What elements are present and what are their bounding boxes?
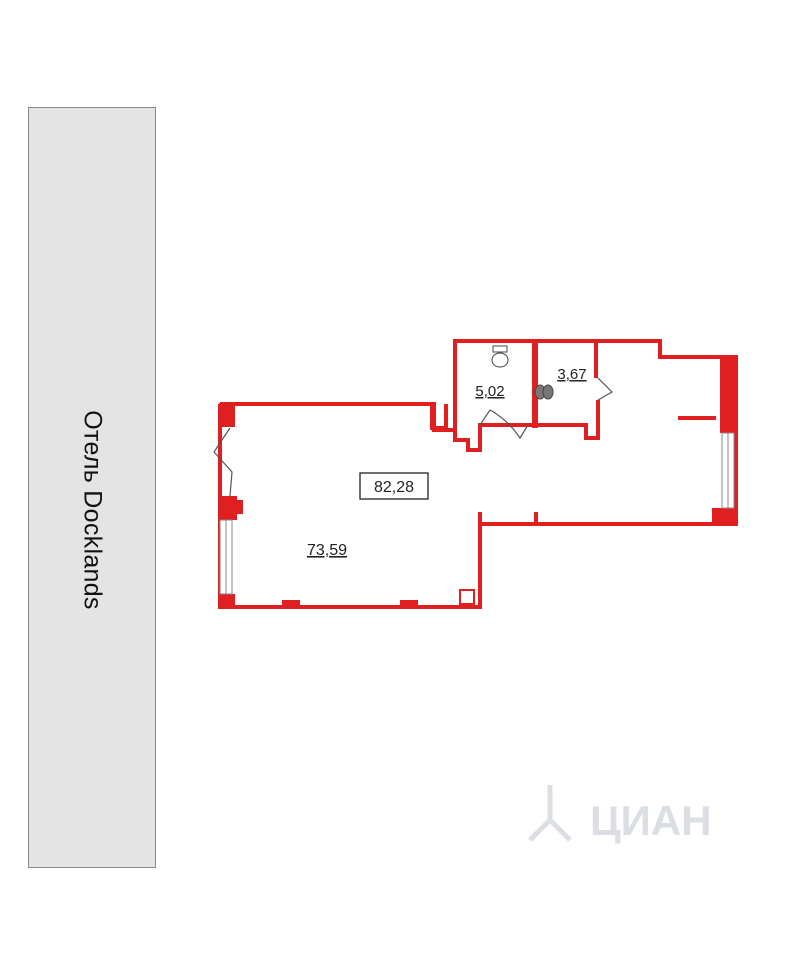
wall-block xyxy=(712,508,738,526)
toilet-tank-icon xyxy=(492,345,508,353)
total-area-label: 82,28 xyxy=(374,479,414,496)
column xyxy=(430,404,448,430)
wall-block xyxy=(219,403,235,427)
watermark-text: ЦИАН xyxy=(590,797,712,844)
wall-block xyxy=(219,496,237,520)
toilet-area-label: 5,02 xyxy=(475,383,504,400)
wall-block xyxy=(235,500,243,514)
cian-logo-icon xyxy=(528,785,572,842)
partition-lower xyxy=(453,423,534,452)
second-room-area-label: 3,67 xyxy=(557,366,586,383)
hotel-building-block xyxy=(28,107,156,868)
door-entrance xyxy=(213,427,233,497)
partition-second xyxy=(534,400,600,440)
main-room-area-label: 73,59 xyxy=(307,542,347,559)
column xyxy=(459,589,475,605)
door-toilet xyxy=(479,409,529,440)
cian-watermark: ЦИАН xyxy=(528,785,712,844)
wall-block xyxy=(282,600,300,608)
total-area-box xyxy=(359,472,429,500)
wall-block xyxy=(219,594,235,608)
wall-block xyxy=(532,340,538,428)
wall-block xyxy=(720,355,738,433)
wall-block xyxy=(400,600,418,608)
door-room xyxy=(597,377,613,401)
toilet-bowl-icon xyxy=(491,352,509,368)
sink-icon xyxy=(542,384,554,400)
